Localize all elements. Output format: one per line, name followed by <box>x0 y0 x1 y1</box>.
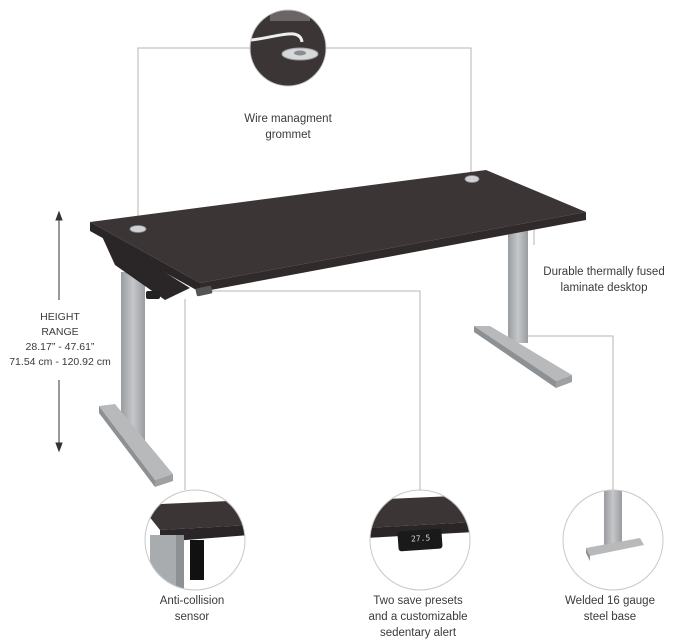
desktop <box>90 170 586 300</box>
desktop-label: Durable thermally fused laminate desktop <box>543 266 665 294</box>
presets-label: Two save presets and a customizable sede… <box>368 595 468 639</box>
base-label: Welded 16 gauge steel base <box>565 595 655 623</box>
right-leg <box>474 225 572 388</box>
anticollision-detail-circle <box>144 489 246 591</box>
height-range-label: HEIGHT RANGE 28.17” - 47.61” 71.54 cm - … <box>9 311 111 368</box>
grommet-label: Wire managment grommet <box>244 113 332 141</box>
grommet-detail-circle <box>249 9 327 87</box>
keypad-display: 27.5 <box>410 533 431 544</box>
left-leg <box>99 272 173 487</box>
base-detail-circle <box>562 489 664 591</box>
height-arrow <box>55 210 63 453</box>
anticollision-label: Anti-collision sensor <box>159 595 225 623</box>
keypad-detail-circle <box>369 489 471 591</box>
leader-lines <box>137 47 614 490</box>
